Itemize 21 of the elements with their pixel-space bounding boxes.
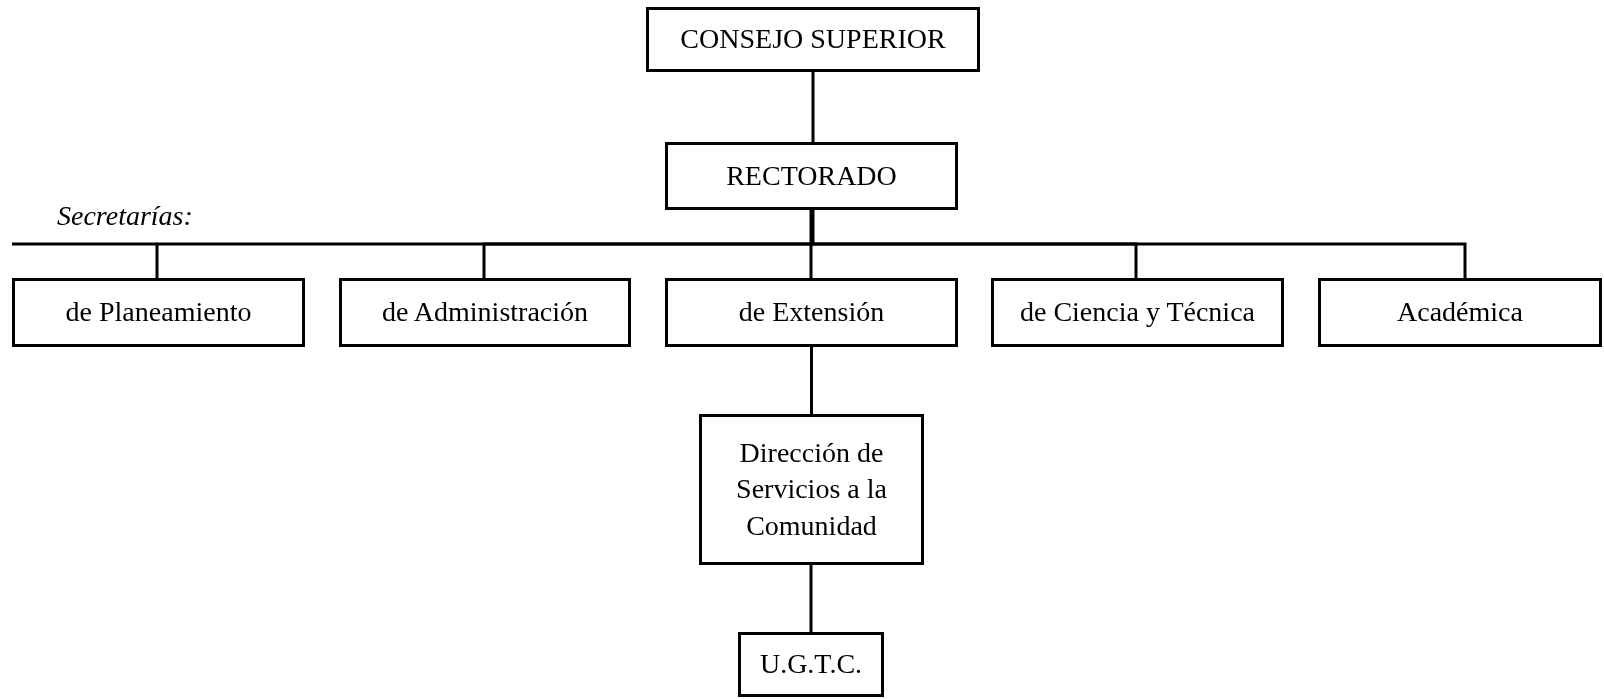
org-box [646, 7, 980, 72]
org-box [699, 414, 924, 565]
box-label: de Ciencia y Técnica [1018, 295, 1256, 330]
org-box [991, 278, 1284, 347]
org-box [339, 278, 631, 347]
box-label: de Extensión [737, 295, 886, 330]
org-box [12, 278, 305, 347]
org-box [738, 632, 884, 697]
org-box [1318, 278, 1602, 347]
box-label: Dirección de Servicios a la Comunidad [735, 435, 888, 543]
box-label: U.G.T.C. [758, 647, 864, 682]
box-label: de Administración [380, 295, 590, 330]
group-label: Secretarías: [57, 200, 193, 232]
box-label: CONSEJO SUPERIOR [679, 22, 947, 57]
box-label: RECTORADO [725, 158, 898, 193]
box-label: Académica [1396, 295, 1524, 330]
org-box [665, 278, 958, 347]
box-label: de Planeamiento [64, 295, 253, 330]
org-box [665, 142, 958, 210]
connector-line [810, 347, 813, 414]
connector-line [809, 565, 813, 632]
